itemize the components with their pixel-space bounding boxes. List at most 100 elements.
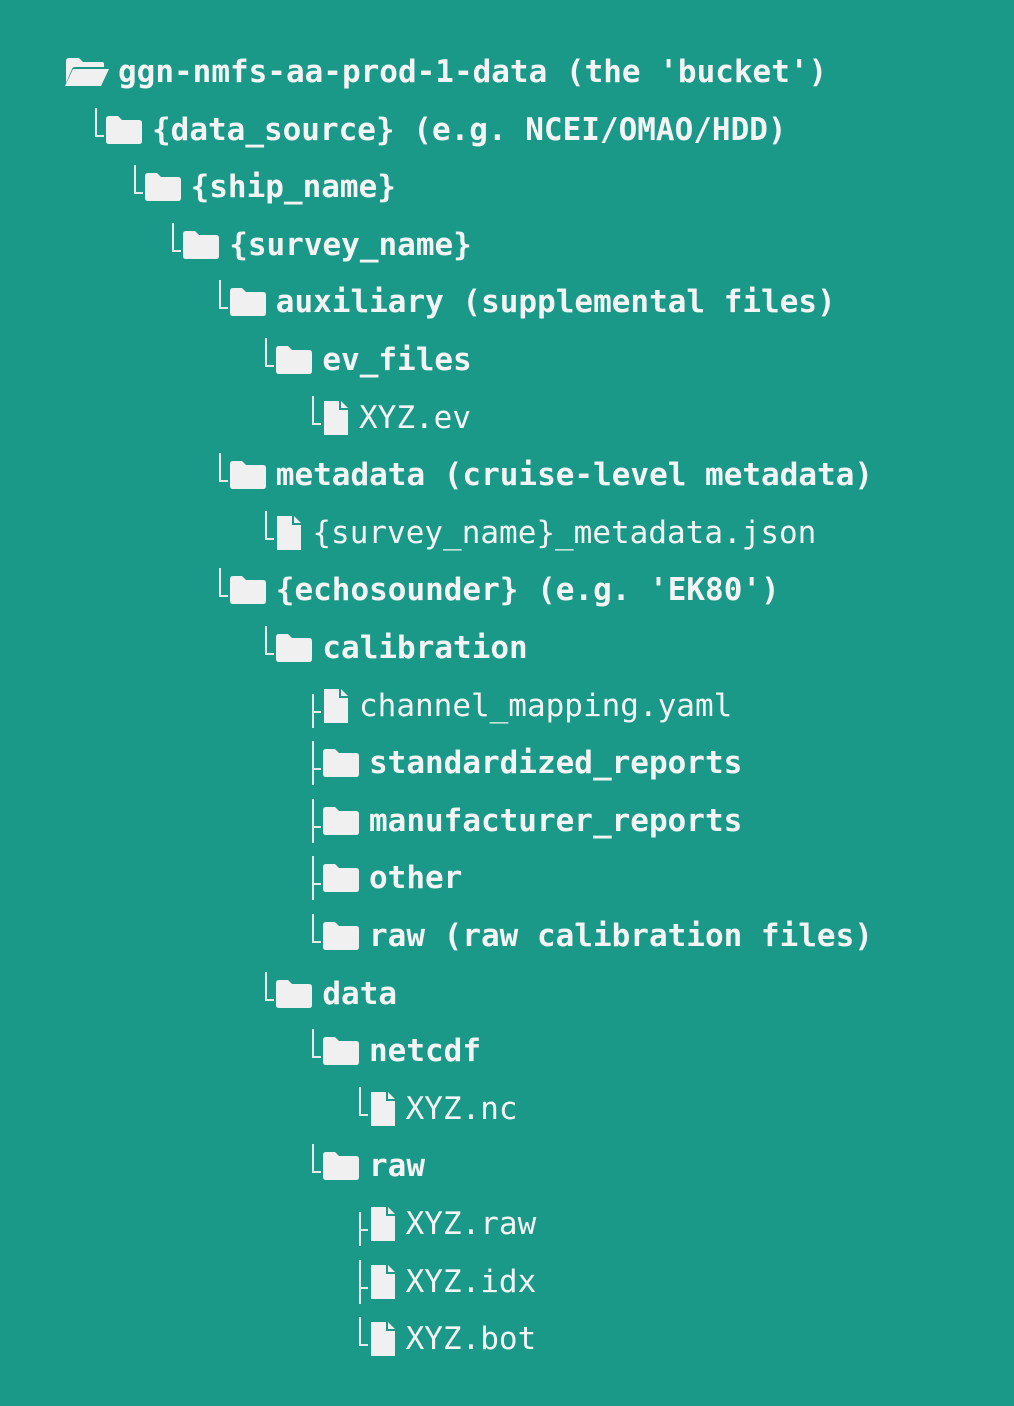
tree-connector-vertical bbox=[265, 510, 268, 540]
tree-connector-vertical bbox=[218, 568, 221, 598]
file-item[interactable]: {survey_name}_metadata.json bbox=[262, 510, 816, 555]
tree-connector-horizontal bbox=[265, 998, 275, 1001]
folder-label: {ship_name} bbox=[190, 169, 396, 206]
tree-connector bbox=[216, 568, 228, 612]
folder-label: manufacturer_reports bbox=[369, 802, 743, 839]
tree-connector-horizontal bbox=[358, 1344, 368, 1347]
folder-item[interactable]: {data_source} (e.g. NCEI/OMAO/HDD) bbox=[92, 107, 787, 152]
folder-item[interactable]: standardized_reports bbox=[309, 741, 743, 786]
file-label: XYZ.bot bbox=[405, 1321, 537, 1358]
folder-icon bbox=[181, 229, 221, 261]
tree-connector bbox=[356, 1259, 368, 1304]
folder-icon bbox=[321, 1150, 361, 1182]
tree-connector-vertical bbox=[218, 280, 221, 310]
file-item[interactable]: channel_mapping.yaml bbox=[309, 684, 732, 728]
folder-item[interactable]: ev_files bbox=[262, 338, 472, 382]
folder-label: auxiliary (supplemental files) bbox=[275, 284, 836, 321]
folder-icon bbox=[321, 862, 361, 894]
folder-open-icon bbox=[64, 55, 110, 89]
folder-label: other bbox=[369, 860, 463, 897]
tree-connector-horizontal bbox=[218, 307, 228, 310]
tree-connector-horizontal bbox=[358, 1286, 368, 1289]
folder-item[interactable]: calibration bbox=[262, 626, 528, 670]
tree-connector-horizontal bbox=[312, 710, 321, 713]
file-icon bbox=[368, 1263, 398, 1301]
folder-item[interactable]: other bbox=[309, 856, 463, 901]
tree-connector bbox=[356, 1317, 368, 1361]
tree-connector-horizontal bbox=[265, 653, 275, 655]
folder-item[interactable]: metadata (cruise-level metadata) bbox=[216, 453, 873, 497]
tree-connector-horizontal bbox=[133, 192, 143, 195]
file-item[interactable]: XYZ.raw bbox=[356, 1202, 537, 1246]
folder-item[interactable]: data bbox=[262, 971, 398, 1016]
tree-connector-vertical bbox=[312, 1144, 314, 1174]
file-icon bbox=[274, 514, 304, 552]
folder-item[interactable]: manufacturer_reports bbox=[309, 798, 743, 843]
tree-connector-horizontal bbox=[312, 825, 321, 828]
tree-connector bbox=[356, 1086, 368, 1131]
folder-label: metadata (cruise-level metadata) bbox=[275, 457, 874, 494]
folder-label: {echosounder} (e.g. 'EK80') bbox=[275, 572, 780, 609]
tree-connector-vertical bbox=[265, 338, 268, 367]
file-icon bbox=[321, 399, 351, 437]
tree-connector bbox=[309, 1029, 321, 1073]
tree-connector-vertical bbox=[265, 626, 268, 655]
folder-item[interactable]: {survey_name} bbox=[169, 222, 472, 267]
tree-connector-horizontal bbox=[312, 1056, 321, 1059]
folder-item[interactable]: netcdf bbox=[309, 1029, 481, 1073]
folder-label: ev_files bbox=[322, 342, 472, 378]
file-icon bbox=[368, 1090, 398, 1128]
tree-connector-vertical bbox=[312, 395, 314, 425]
folder-item[interactable]: auxiliary (supplemental files) bbox=[216, 280, 836, 324]
folder-icon bbox=[143, 171, 183, 203]
folder-item[interactable]: raw (raw calibration files) bbox=[309, 914, 873, 958]
tree-connector bbox=[309, 856, 321, 901]
folder-icon bbox=[321, 1035, 361, 1067]
file-icon bbox=[368, 1320, 398, 1358]
folder-icon bbox=[321, 805, 361, 837]
tree-connector-vertical bbox=[358, 1317, 361, 1347]
folder-label: calibration bbox=[322, 630, 528, 666]
folder-item[interactable]: raw bbox=[309, 1144, 425, 1188]
tree-connector-horizontal bbox=[172, 249, 182, 252]
tree-connector bbox=[309, 798, 321, 843]
tree-connector bbox=[356, 1202, 368, 1246]
tree-connector bbox=[216, 280, 228, 324]
file-item[interactable]: XYZ.idx bbox=[356, 1259, 537, 1304]
folder-label: standardized_reports bbox=[369, 745, 743, 782]
tree-connector-vertical bbox=[95, 107, 97, 137]
folder-label: {data_source} (e.g. NCEI/OMAO/HDD) bbox=[152, 111, 787, 148]
tree-connector-vertical bbox=[218, 453, 221, 483]
tree-connector-horizontal bbox=[312, 941, 321, 943]
folder-icon bbox=[274, 344, 314, 376]
tree-connector-horizontal bbox=[312, 1171, 321, 1174]
file-item[interactable]: XYZ.nc bbox=[356, 1086, 518, 1131]
tree-connector bbox=[216, 453, 228, 497]
tree-connector-horizontal bbox=[218, 595, 228, 598]
folder-icon bbox=[228, 286, 268, 318]
file-item[interactable]: XYZ.ev bbox=[309, 395, 471, 440]
folder-label: data bbox=[322, 975, 398, 1012]
folder-item[interactable]: {ship_name} bbox=[131, 165, 396, 209]
tree-connector-horizontal bbox=[218, 480, 228, 483]
tree-connector-horizontal bbox=[265, 537, 275, 540]
tree-connector bbox=[262, 510, 275, 555]
folder-label: raw (raw calibration files) bbox=[369, 918, 873, 954]
file-label: XYZ.idx bbox=[405, 1263, 537, 1300]
tree-connector-vertical bbox=[312, 914, 314, 943]
tree-connector bbox=[309, 914, 321, 958]
folder-icon bbox=[274, 632, 314, 664]
file-label: XYZ.raw bbox=[405, 1206, 537, 1242]
tree-connector-vertical bbox=[312, 856, 314, 901]
tree-connector-horizontal bbox=[312, 422, 321, 425]
tree-connector-vertical bbox=[312, 1029, 314, 1059]
folder-label: raw bbox=[369, 1148, 425, 1185]
folder-icon bbox=[321, 747, 361, 779]
file-icon bbox=[321, 687, 351, 725]
folder-item[interactable]: {echosounder} (e.g. 'EK80') bbox=[216, 568, 780, 612]
tree-connector-horizontal bbox=[358, 1113, 368, 1116]
tree-connector bbox=[169, 222, 182, 267]
folder-item[interactable]: ggn-nmfs-aa-prod-1-data (the 'bucket') bbox=[64, 50, 827, 94]
file-item[interactable]: XYZ.bot bbox=[356, 1317, 537, 1361]
